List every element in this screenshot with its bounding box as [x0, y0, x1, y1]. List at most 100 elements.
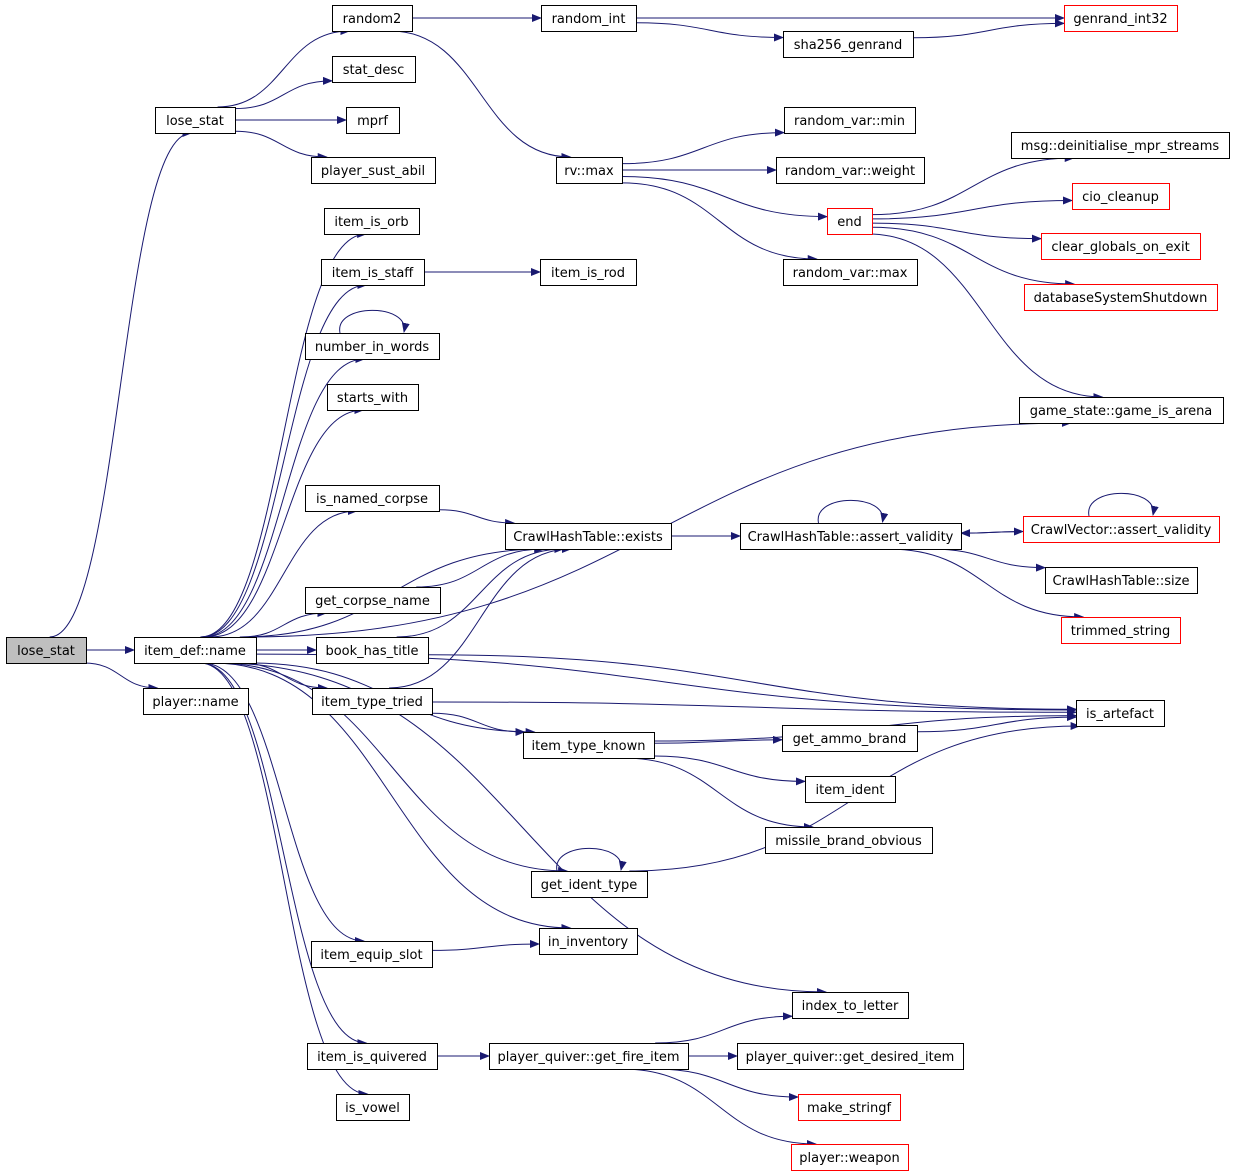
node-get-ident-type[interactable]: get_ident_type [531, 871, 648, 898]
node-box [737, 1043, 964, 1070]
node-box [6, 637, 87, 664]
node-cvec-assert[interactable]: CrawlVector::assert_validity [1023, 516, 1220, 543]
node-item-def-name[interactable]: item_def::name [134, 637, 257, 664]
node-msg-deinit[interactable]: msg::deinitialise_mpr_streams [1011, 132, 1230, 159]
edge-item-def-name-to-item-equip-slot [202, 662, 365, 945]
node-pq-get-fire-item[interactable]: player_quiver::get_fire_item [489, 1043, 689, 1070]
node-label: player_quiver::get_fire_item [498, 1050, 680, 1065]
edge-is-named-corpse-to-chash-exists [438, 509, 516, 527]
node-box [327, 384, 419, 411]
node-box [740, 523, 962, 550]
node-genrand-int32[interactable]: genrand_int32 [1064, 5, 1178, 32]
node-missile-brand-obvious[interactable]: missile_brand_obvious [765, 827, 933, 854]
node-chash-assert[interactable]: CrawlHashTable::assert_validity [740, 523, 962, 550]
node-starts-with[interactable]: starts_with [327, 384, 419, 411]
node-is-vowel[interactable]: is_vowel [336, 1094, 410, 1121]
edge-random-int-to-sha256-genrand [635, 22, 784, 42]
node-box [332, 56, 416, 83]
node-index-to-letter[interactable]: index_to_letter [792, 992, 909, 1019]
node-label: missile_brand_obvious [775, 834, 922, 849]
node-rv-max[interactable]: rv::max [556, 157, 623, 184]
node-clear-globals[interactable]: clear_globals_on_exit [1041, 233, 1201, 260]
node-player-name[interactable]: player::name [143, 688, 249, 715]
node-box [784, 107, 916, 134]
node-sha256-genrand[interactable]: sha256_genrand [783, 31, 914, 58]
node-end[interactable]: end [827, 208, 873, 235]
node-random-var-min[interactable]: random_var::min [784, 107, 916, 134]
node-box [332, 5, 413, 32]
node-box [1061, 617, 1181, 644]
node-box [556, 157, 623, 184]
node-item-equip-slot[interactable]: item_equip_slot [311, 941, 433, 968]
node-chash-exists[interactable]: CrawlHashTable::exists [505, 523, 672, 550]
node-get-ammo-brand[interactable]: get_ammo_brand [782, 725, 918, 752]
node-in-inventory[interactable]: in_inventory [539, 928, 638, 955]
node-box [1019, 397, 1224, 424]
node-box [798, 1094, 901, 1121]
node-box [346, 107, 400, 134]
edge-cvec-assert-to-chash-assert [960, 529, 1024, 538]
node-box [1024, 284, 1218, 311]
edge-chash-assert-to-chash-size [930, 548, 1046, 572]
node-label: random_var::min [794, 114, 905, 129]
node-box [305, 333, 440, 360]
node-random-var-max[interactable]: random_var::max [783, 259, 918, 286]
node-number-in-words[interactable]: number_in_words [305, 333, 440, 360]
node-item-is-orb[interactable]: item_is_orb [324, 208, 420, 235]
node-pq-get-desired-item[interactable]: player_quiver::get_desired_item [737, 1043, 964, 1070]
edge-lose-stat-to-player-sust-abil [234, 130, 328, 161]
node-random-int[interactable]: random_int [541, 5, 637, 32]
node-label: CrawlHashTable::exists [513, 530, 663, 545]
node-chash-size[interactable]: CrawlHashTable::size [1045, 567, 1198, 594]
node-layer: lose_statlose_statitem_def::nameplayer::… [6, 5, 1230, 1171]
node-make-stringf[interactable]: make_stringf [798, 1094, 901, 1121]
node-lose-stat-root[interactable]: lose_stat [6, 637, 87, 664]
node-get-corpse-name[interactable]: get_corpse_name [305, 587, 441, 614]
node-label: book_has_title [325, 644, 418, 659]
node-box [782, 725, 918, 752]
node-db-shutdown[interactable]: databaseSystemShutdown [1024, 284, 1218, 311]
node-mprf[interactable]: mprf [346, 107, 400, 134]
node-player-weapon[interactable]: player::weapon [791, 1144, 909, 1171]
node-player-sust-abil[interactable]: player_sust_abil [311, 157, 436, 184]
edge-item-equip-slot-to-in-inventory [431, 939, 540, 951]
node-label: sha256_genrand [794, 38, 903, 53]
node-label: get_ammo_brand [793, 732, 907, 747]
edge-item-def-name-to-in-inventory [212, 662, 572, 932]
node-box [1064, 5, 1178, 32]
node-box [776, 157, 925, 184]
edge-item-def-name-to-get-ident-type [216, 662, 569, 875]
node-box [312, 688, 433, 715]
node-box [336, 1094, 410, 1121]
edge-get-corpse-name-to-chash-exists [416, 545, 546, 588]
edge-book-has-title-to-chash-exists [396, 545, 565, 638]
edge-item-type-known-to-item-ident [653, 755, 806, 786]
node-book-has-title[interactable]: book_has_title [316, 637, 429, 664]
edge-rv-max-to-random-var-min [621, 128, 785, 165]
node-cio-cleanup[interactable]: cio_cleanup [1072, 183, 1170, 210]
node-item-ident[interactable]: item_ident [805, 776, 896, 803]
node-item-is-quivered[interactable]: item_is_quivered [307, 1043, 438, 1070]
node-label: player::weapon [799, 1151, 899, 1166]
node-trimmed-string[interactable]: trimmed_string [1061, 617, 1181, 644]
node-label: player_quiver::get_desired_item [746, 1050, 955, 1065]
node-box [305, 485, 440, 512]
node-lose-stat[interactable]: lose_stat [155, 107, 236, 134]
node-label: msg::deinitialise_mpr_streams [1021, 139, 1220, 154]
node-box [540, 259, 637, 286]
node-is-artefact[interactable]: is_artefact [1076, 700, 1165, 727]
node-item-type-known[interactable]: item_type_known [523, 732, 655, 759]
node-is-named-corpse[interactable]: is_named_corpse [305, 485, 440, 512]
node-game-is-arena[interactable]: game_state::game_is_arena [1019, 397, 1224, 424]
node-box [783, 259, 918, 286]
node-label: item_is_staff [332, 266, 415, 281]
node-box [1023, 516, 1220, 543]
node-random-var-weight[interactable]: random_var::weight [776, 157, 925, 184]
node-item-is-rod[interactable]: item_is_rod [540, 259, 637, 286]
node-item-is-staff[interactable]: item_is_staff [321, 259, 425, 286]
node-label: genrand_int32 [1073, 12, 1167, 27]
node-label: get_corpse_name [315, 594, 430, 609]
node-item-type-tried[interactable]: item_type_tried [312, 688, 433, 715]
node-stat-desc[interactable]: stat_desc [332, 56, 416, 83]
node-random2[interactable]: random2 [332, 5, 413, 32]
